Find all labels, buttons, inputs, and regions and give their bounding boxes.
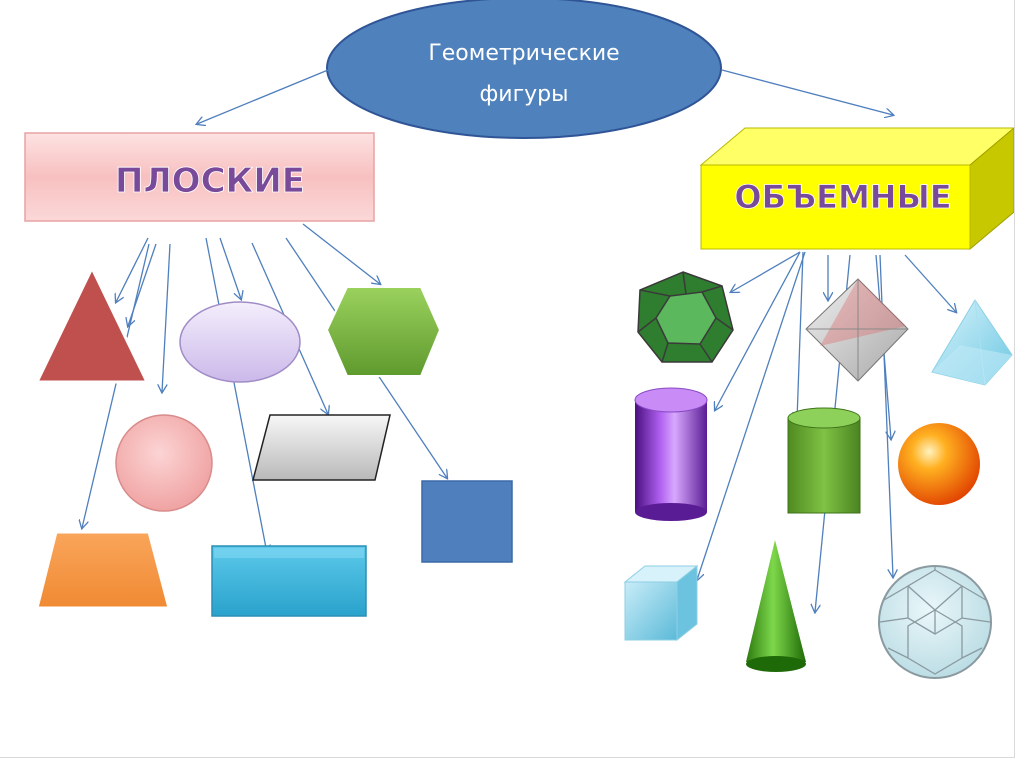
sphere-shape [898,423,980,505]
octahedron-shape [805,278,909,382]
root-title-line2: фигуры [479,82,568,107]
green-cylinder-shape [787,407,861,514]
arrow-root-to-solid [721,69,893,115]
solid-category-label: ОБЪЕМНЫЕ [734,178,951,216]
triangle-shape [34,264,150,384]
flat-category-box: ПЛОСКИЕ [24,132,375,222]
purple-cylinder-shape [634,387,708,521]
geodesic-sphere-shape [878,565,992,679]
arrow-to-trapezoid [82,243,150,528]
square-shape [421,480,513,563]
arrow-to-rectangle [205,237,267,553]
trapezoid-shape [35,530,171,610]
arrow-to-ellipse [219,237,241,299]
arrow-to-hexagon [302,223,380,284]
arrow-to-dodecahedron [731,251,801,292]
cone-shape [746,540,806,672]
arrow-root-to-flat [197,69,329,124]
cube-shape [623,564,699,642]
ellipse-shape [179,301,301,383]
arrow-to-circle-1 [128,243,157,326]
hexagon-shape [325,286,442,377]
circle-shape [115,414,213,512]
arrow-to-cube [697,251,806,580]
root-node: Геометрические фигуры [326,0,722,139]
flat-shapes [34,264,513,617]
dodecahedron-shape [637,271,734,363]
root-arrows [197,69,893,124]
arrow-to-circle-2 [162,243,171,392]
rectangle-shape [211,545,367,617]
parallelogram-shape [252,414,391,481]
solid-category-box: ОБЪЕМНЫЕ [699,126,1016,251]
arrow-to-purple-cylinder [715,251,801,410]
arrow-to-triangle [116,237,149,302]
flat-category-label: ПЛОСКИЕ [115,161,305,201]
pyramid-shape [931,299,1013,386]
solid-shapes [623,271,1013,679]
arrow-to-pyramid [904,254,956,312]
arrow-to-green-cylinder [797,251,804,420]
root-title-line1: Геометрические [428,41,619,66]
flat-arrows [82,223,447,553]
